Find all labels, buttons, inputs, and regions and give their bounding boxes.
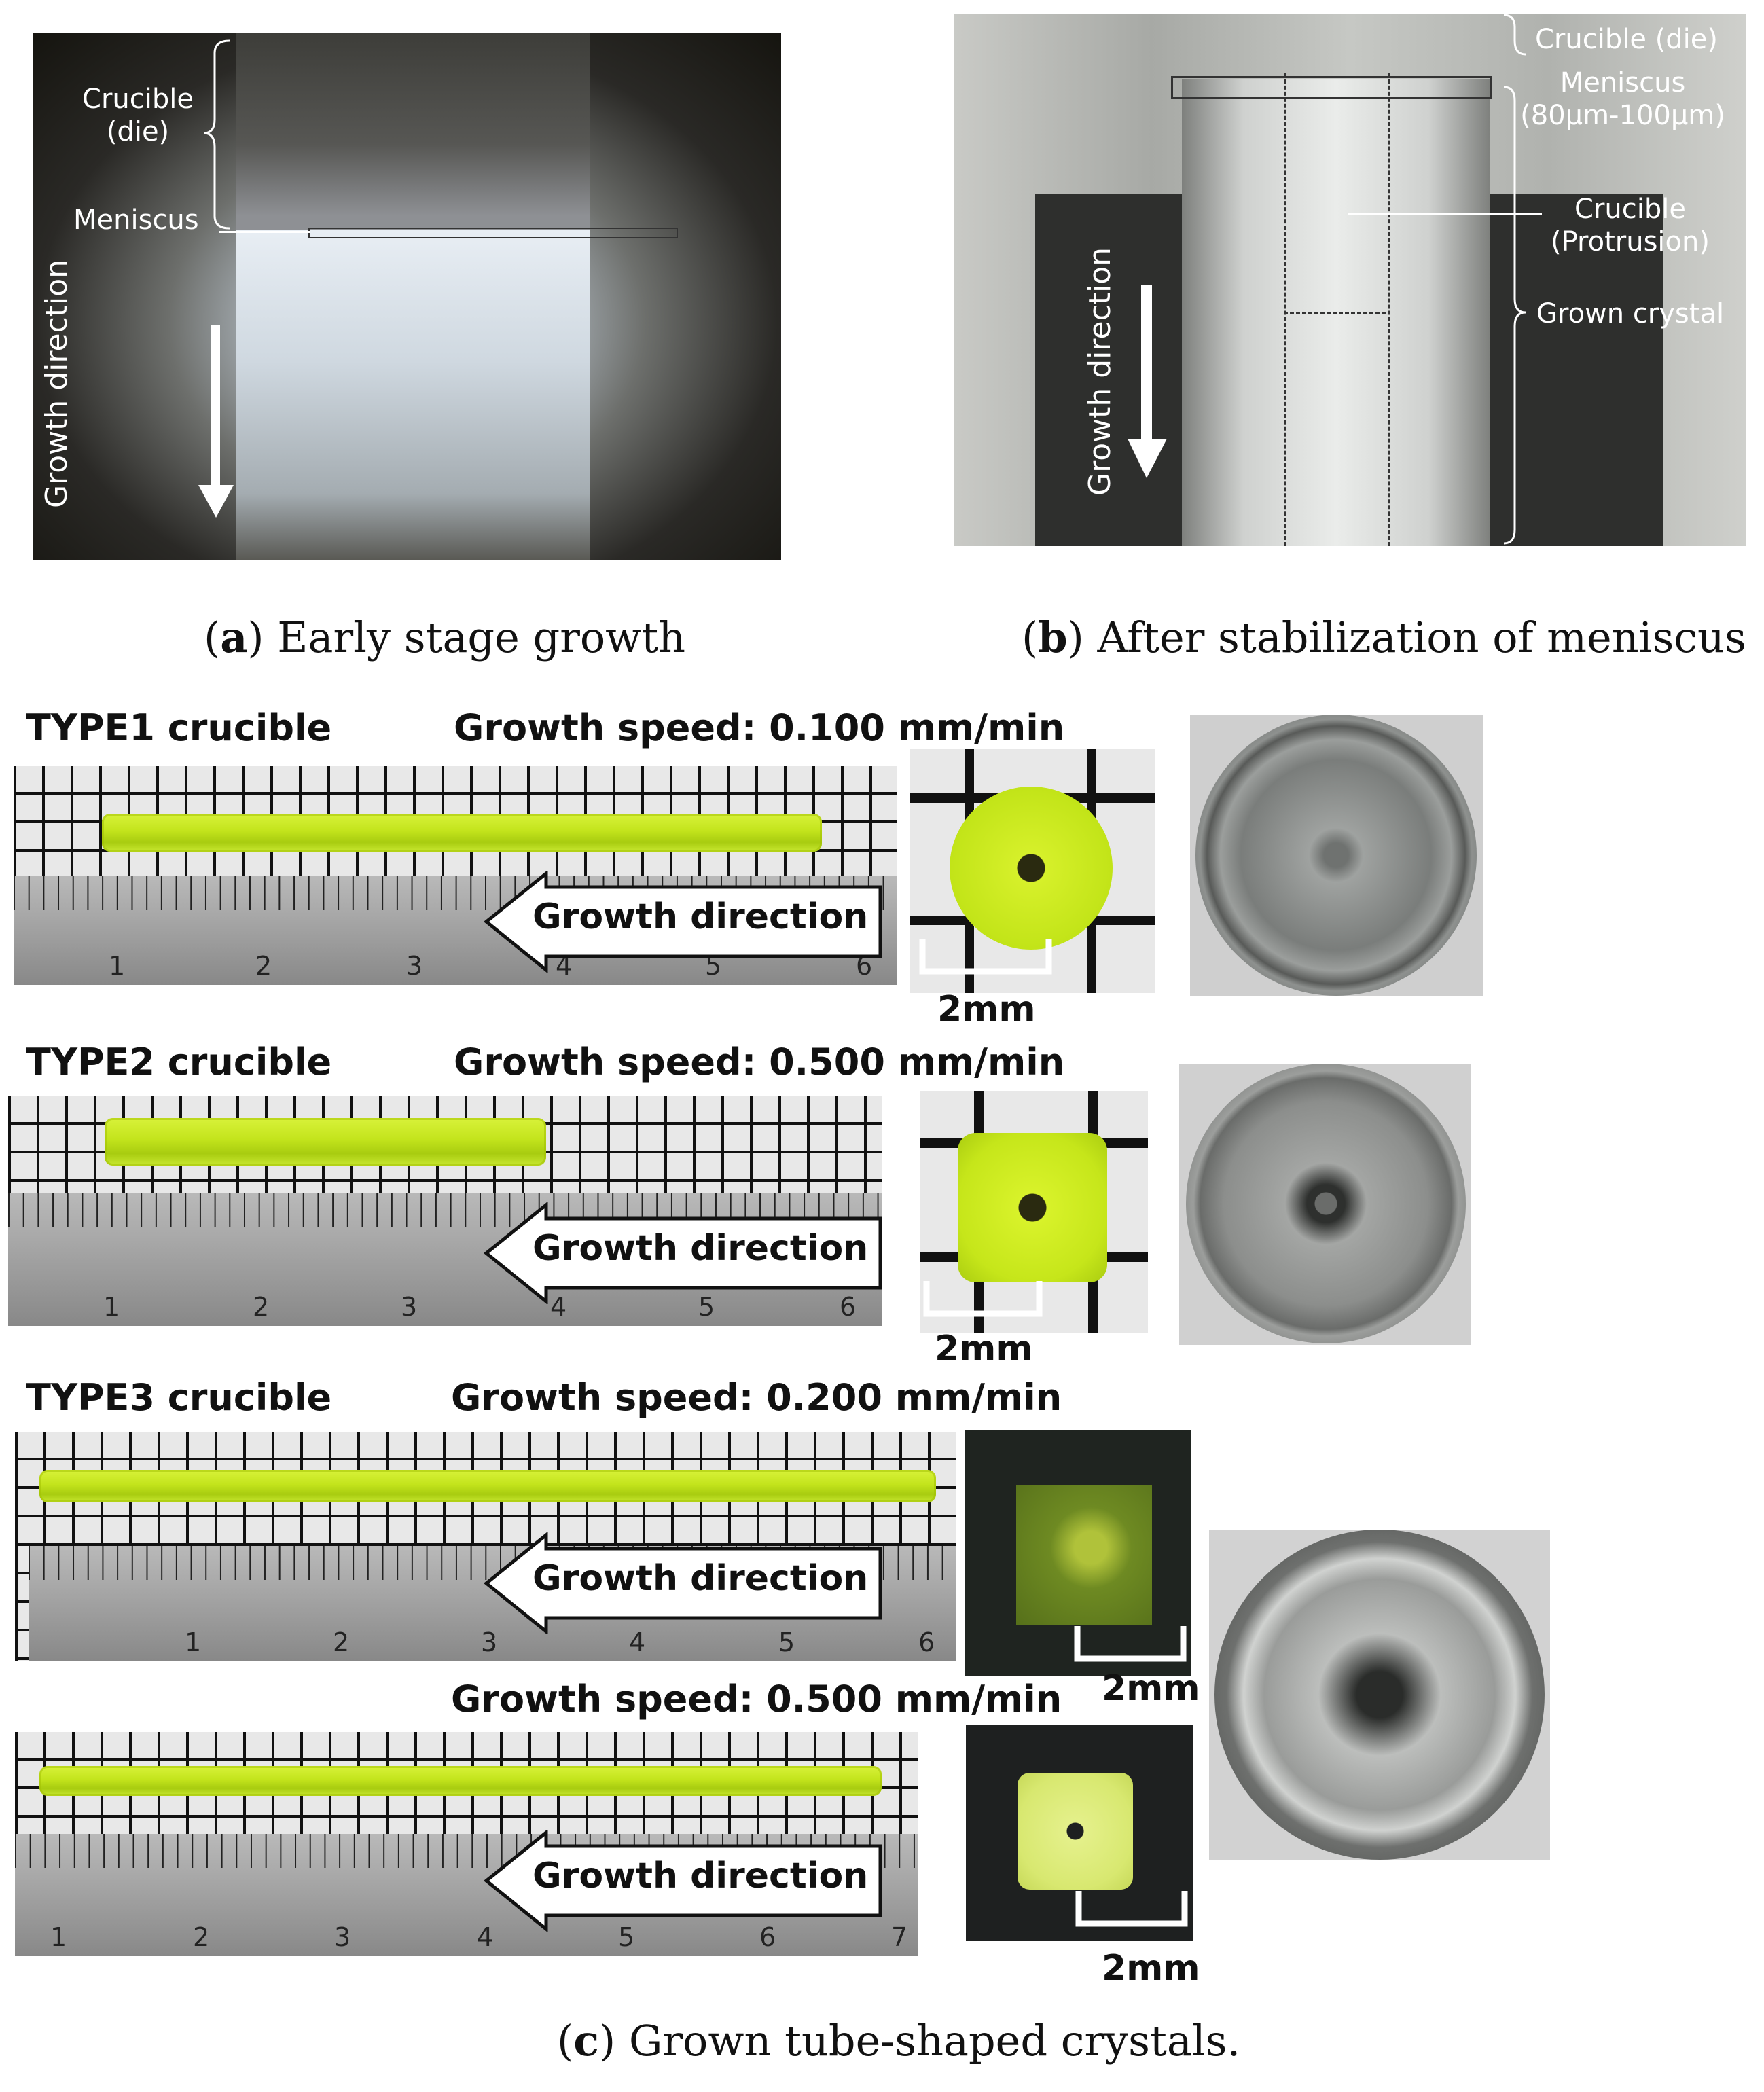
scale-bracket — [923, 1281, 1043, 1317]
row4-cross-section — [966, 1725, 1193, 1941]
row3-speed-label: Growth speed: 0.200 mm/min — [451, 1376, 1062, 1419]
row2-cross-section-crystal — [958, 1133, 1107, 1282]
row1-growth-arrow — [484, 871, 882, 973]
row3-cross-section-crystal — [1016, 1485, 1152, 1625]
row4-cross-section-crystal — [1018, 1773, 1133, 1890]
row2-growth-arrow — [484, 1202, 882, 1304]
row1-speed-label: Growth speed: 0.100 mm/min — [454, 706, 1065, 749]
ruler-number: 6 — [840, 1292, 857, 1322]
row2-type-label: TYPE2 crucible — [26, 1041, 332, 1083]
ruler-number: 3 — [401, 1292, 418, 1322]
crucible-die-label: Crucible (die) — [1535, 24, 1718, 55]
row4-arrow-label: Growth direction — [533, 1856, 869, 1896]
row4-crystal-photo: 1 2 3 4 5 6 7 — [15, 1732, 918, 1956]
crucible-label: Crucible (die) — [82, 84, 194, 147]
growth-direction-arrow — [198, 325, 234, 518]
panel-a-photo: Crucible (die) Meniscus Growth direction — [33, 33, 781, 560]
panel-b-photo: Crucible (die) Meniscus (80μm-100μm) Cru… — [954, 14, 1746, 546]
row4-crystal — [39, 1766, 882, 1796]
row4-scale-label: 2mm — [1102, 1948, 1200, 1989]
scale-bracket — [1075, 1891, 1188, 1927]
protrusion-leader — [1348, 213, 1542, 215]
row3-arrow-label: Growth direction — [533, 1558, 869, 1599]
growth-direction-label: Growth direction — [1083, 247, 1117, 496]
panel-c-caption: (c) Grown tube-shaped crystals. — [557, 2016, 1241, 2066]
row1-scale-label: 2mm — [937, 989, 1036, 1030]
ruler-number: 2 — [193, 1922, 210, 1952]
panel-a-caption-text: Early stage growth — [264, 613, 686, 662]
panel-c-letter: c — [573, 2016, 599, 2066]
panel-b-letter: b — [1038, 613, 1068, 662]
ruler-number: 3 — [334, 1922, 351, 1952]
row3-cross-section — [965, 1430, 1191, 1676]
scale-bracket — [1074, 1626, 1187, 1662]
panel-a-letter: a — [220, 613, 248, 662]
ruler-number: 4 — [477, 1922, 494, 1952]
row3-die-photo — [1209, 1530, 1550, 1860]
ruler-number: 1 — [50, 1922, 67, 1952]
row2-cross-section — [920, 1091, 1148, 1333]
row1-die-photo — [1190, 715, 1483, 996]
meniscus-box — [1171, 76, 1492, 99]
row2-arrow-label: Growth direction — [533, 1228, 869, 1269]
panel-b-caption: (b) After stabilization of meniscus — [1022, 613, 1746, 662]
panel-a-caption: (a) Early stage growth — [204, 613, 686, 662]
meniscus-leader — [219, 231, 310, 233]
crucible-protrusion-label: Crucible (Protrusion) — [1551, 194, 1710, 257]
meniscus-box — [308, 228, 678, 238]
ruler-number: 3 — [481, 1627, 498, 1657]
row2-die-photo — [1179, 1064, 1471, 1345]
row2-die-disk — [1186, 1064, 1466, 1343]
ruler-number: 5 — [778, 1627, 795, 1657]
scale-bracket — [919, 939, 1052, 975]
ruler-number: 4 — [550, 1292, 567, 1322]
crystal-bracket — [1503, 14, 1526, 545]
meniscus-label: Meniscus — [73, 204, 199, 236]
row3-scale-label: 2mm — [1102, 1668, 1200, 1709]
ruler-number: 2 — [255, 951, 272, 981]
panel-b-caption-text: After stabilization of meniscus — [1083, 613, 1746, 662]
ruler-number: 5 — [698, 1292, 715, 1322]
ruler-number: 2 — [333, 1627, 350, 1657]
crucible-die-region — [236, 33, 590, 236]
panel-c-caption-text: Grown tube-shaped crystals. — [615, 2016, 1241, 2066]
row3-crystal — [39, 1470, 936, 1502]
grown-crystal-region — [236, 230, 590, 560]
growth-direction-arrow — [1128, 285, 1167, 478]
right-pocket — [1488, 194, 1663, 546]
protrusion-bottom — [1284, 312, 1386, 314]
ruler-number: 4 — [629, 1627, 646, 1657]
row1-arrow-label: Growth direction — [533, 897, 869, 937]
ruler-number: 2 — [253, 1292, 270, 1322]
ruler-number: 7 — [891, 1922, 908, 1952]
row3-growth-arrow — [484, 1532, 882, 1634]
row4-growth-arrow — [484, 1830, 882, 1932]
ruler-number: 6 — [759, 1922, 776, 1952]
ruler-number: 1 — [109, 951, 126, 981]
ruler-number: 1 — [103, 1292, 120, 1322]
meniscus-label: Meniscus (80μm-100μm) — [1520, 67, 1725, 131]
row3-type-label: TYPE3 crucible — [26, 1376, 332, 1419]
ruler-number: 3 — [406, 951, 423, 981]
growth-direction-label: Growth direction — [39, 259, 74, 508]
grown-crystal-label: Grown crystal — [1536, 298, 1725, 329]
row1-cross-section-crystal — [950, 787, 1113, 950]
row1-crystal — [102, 814, 822, 852]
row2-crystal — [105, 1118, 546, 1166]
row2-speed-label: Growth speed: 0.500 mm/min — [454, 1041, 1065, 1083]
row3-die-disk — [1214, 1530, 1545, 1860]
ruler-number: 6 — [918, 1627, 935, 1657]
left-pocket — [1035, 194, 1185, 546]
ruler-number: 1 — [185, 1627, 202, 1657]
protrusion-outline — [1284, 73, 1390, 546]
ruler-number: 5 — [618, 1922, 635, 1952]
row2-scale-label: 2mm — [935, 1329, 1033, 1369]
row1-type-label: TYPE1 crucible — [26, 706, 332, 749]
crucible-bracket — [203, 39, 230, 230]
row4-speed-label: Growth speed: 0.500 mm/min — [451, 1678, 1062, 1720]
row1-cross-section — [910, 749, 1155, 993]
row1-die-disk — [1195, 715, 1477, 996]
